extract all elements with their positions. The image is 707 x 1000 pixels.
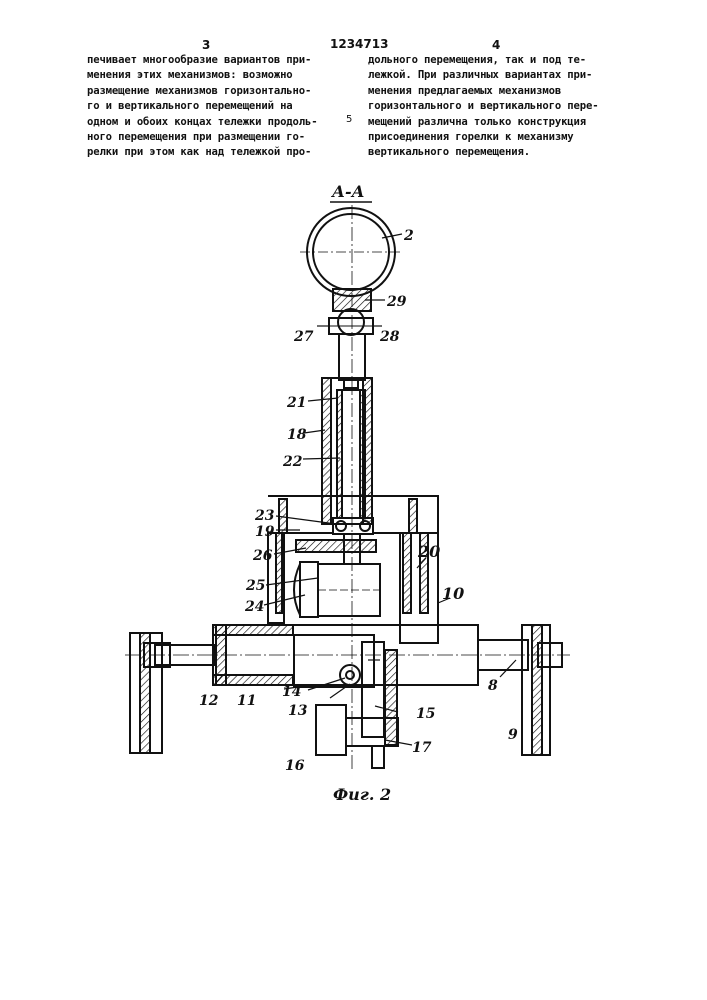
part-label: 14 [282, 684, 301, 700]
rod-nut [344, 380, 358, 388]
ball-joint [338, 309, 364, 335]
wheel-left [130, 633, 170, 753]
part-label: 8 [488, 678, 498, 694]
roller-part-13 [340, 665, 360, 685]
section-label: А-А [331, 182, 365, 201]
part-label: 28 [379, 329, 400, 345]
part-label: 15 [416, 706, 435, 722]
part-label: 23 [254, 508, 275, 524]
part-label: 16 [285, 758, 305, 774]
part-label: 24 [244, 599, 264, 615]
figure-caption: Фиг. 2 [333, 785, 391, 804]
housing-part-19 [268, 496, 438, 533]
pipe-part-2 [300, 208, 402, 296]
part-label: 17 [412, 740, 432, 756]
part-label: 27 [293, 329, 314, 345]
bracket-part-15 [362, 642, 397, 745]
part-label: 13 [288, 703, 308, 719]
plate-part-26 [296, 540, 376, 552]
part-label: 19 [255, 524, 275, 540]
part-label: 21 [286, 395, 306, 411]
part-label: 9 [508, 727, 518, 743]
part-label: 20 [417, 542, 440, 561]
part-label: 29 [386, 294, 407, 310]
part-label: 22 [282, 454, 303, 470]
part-label: 25 [245, 578, 265, 594]
part-label: 26 [252, 548, 273, 564]
part-label: 2 [403, 228, 414, 244]
part-label: 10 [442, 584, 464, 603]
motor-part-24-25 [294, 562, 380, 617]
bearing-part-23 [333, 518, 373, 534]
part-label: 11 [237, 693, 256, 709]
part-label: 18 [287, 427, 307, 443]
inner-tube-part-22 [337, 390, 365, 518]
part-label: 12 [199, 693, 219, 709]
